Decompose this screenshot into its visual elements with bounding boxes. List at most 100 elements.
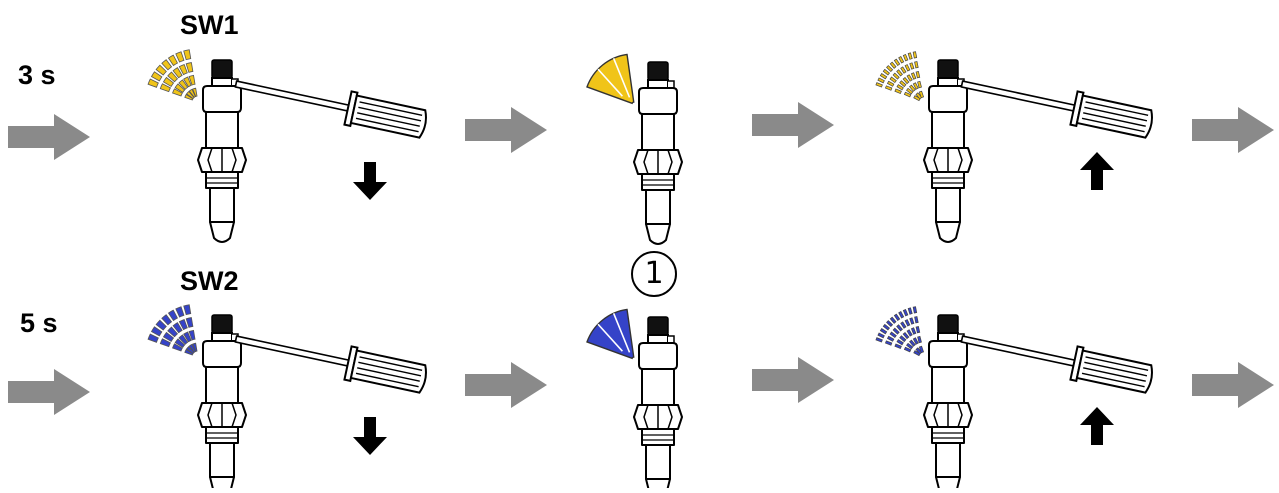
sensor-row1-step2 [633,61,683,245]
led-dot [877,77,885,84]
screwdriver-ferrule [343,345,359,383]
led-dot [910,327,917,335]
led-dot [882,68,890,76]
screwdriver-shaft [234,335,350,367]
led-segment [184,348,194,356]
led-dot [879,73,888,80]
sensor-thread [932,432,964,439]
led-dot [879,328,888,335]
led-dot [913,350,921,357]
sensor-neck [647,79,669,89]
led-dot [915,326,921,334]
led-dot [894,88,902,95]
screwdriver-shaft [960,80,1076,112]
screwdriver-handle [1075,94,1153,139]
push-arrow-row2-step1 [353,417,387,455]
sensor-neck [647,334,669,344]
led-dot [902,331,910,340]
sensor-row1-step1 [197,59,247,243]
time-label-row2: 5 s [20,308,58,338]
led-dot [899,335,907,343]
led-dot [892,327,900,335]
screwdriver-shaft [234,80,350,112]
screwdriver-handle [349,94,427,139]
push-arrow-row1-step1 [353,162,387,200]
led-dot [900,321,907,329]
sensor-nut-facets [207,147,237,173]
led-dot [893,58,901,66]
screwdriver-grip-line [355,117,419,133]
sensor-probe [209,442,235,478]
led-segment [167,54,179,67]
sensor-tip [935,221,961,243]
sensor-collar [641,173,675,191]
led-segment [178,334,189,345]
led-segment [155,319,167,331]
led-dot [914,61,919,69]
sensor-tip [645,478,671,493]
sensor-probe [209,187,235,223]
sensor-cap [647,316,669,336]
screwdriver-grip-line [359,356,423,371]
push-up-arrow [1080,152,1114,190]
grey-arrow-row1-in [8,114,90,160]
screwdriver-grip-line [1081,372,1145,388]
sensor-neck [937,332,959,342]
led-segment [183,49,192,61]
led-dot [909,339,916,347]
led-flashing-row1 [147,49,198,101]
screwdriver-grip-line [357,112,420,127]
led-dot [884,85,893,91]
sensor-neck [937,77,959,87]
push-up-arrow [1080,407,1114,445]
arrow-shape [752,102,834,148]
sensor-thread [642,434,674,441]
sensor-thread [206,177,238,184]
sensor-row2-step2 [633,316,683,493]
led-dot [875,82,883,88]
push-down-arrow [353,162,387,200]
sensor-body [205,366,239,404]
led-dot [904,319,911,327]
led-solid-row2 [586,308,635,360]
led-dotted-row1 [875,51,925,102]
led-dot [907,307,913,315]
led-dot [886,335,895,342]
led-dot [902,76,910,85]
sensor-neck [211,332,233,342]
screwdriver-grip-line [359,101,423,116]
sensor-thread [642,179,674,186]
led-dot [892,72,900,80]
switch-label-row1: SW1 [180,10,239,40]
led-segment [192,87,198,97]
sensor-head [202,85,242,113]
sensor-nut-facets [643,404,673,430]
led-segment [172,343,183,352]
led-dot [912,51,918,59]
led-dot [898,56,905,64]
led-dot [903,346,912,353]
sensor-head [928,85,968,113]
led-dot [909,62,915,70]
sensor-nut-facets [933,147,963,173]
screwdriver-grip-line [358,106,422,122]
led-segment [159,83,171,93]
led-segment [183,76,192,88]
screwdriver-grip-line [358,361,422,377]
led-segment [150,71,163,82]
led-dot [889,331,897,339]
sensor-collar [205,426,239,444]
led-dot [896,69,903,77]
sensor-nut-facets [933,402,963,428]
led-segment [188,343,196,353]
led-segment [186,90,195,100]
led-dot [896,324,903,332]
led-dot [886,65,894,73]
screwdriver-grip-line [1084,106,1148,122]
led-segment [167,309,179,322]
led-dot [912,337,919,345]
led-segment [162,331,175,342]
led-dot [914,316,919,324]
